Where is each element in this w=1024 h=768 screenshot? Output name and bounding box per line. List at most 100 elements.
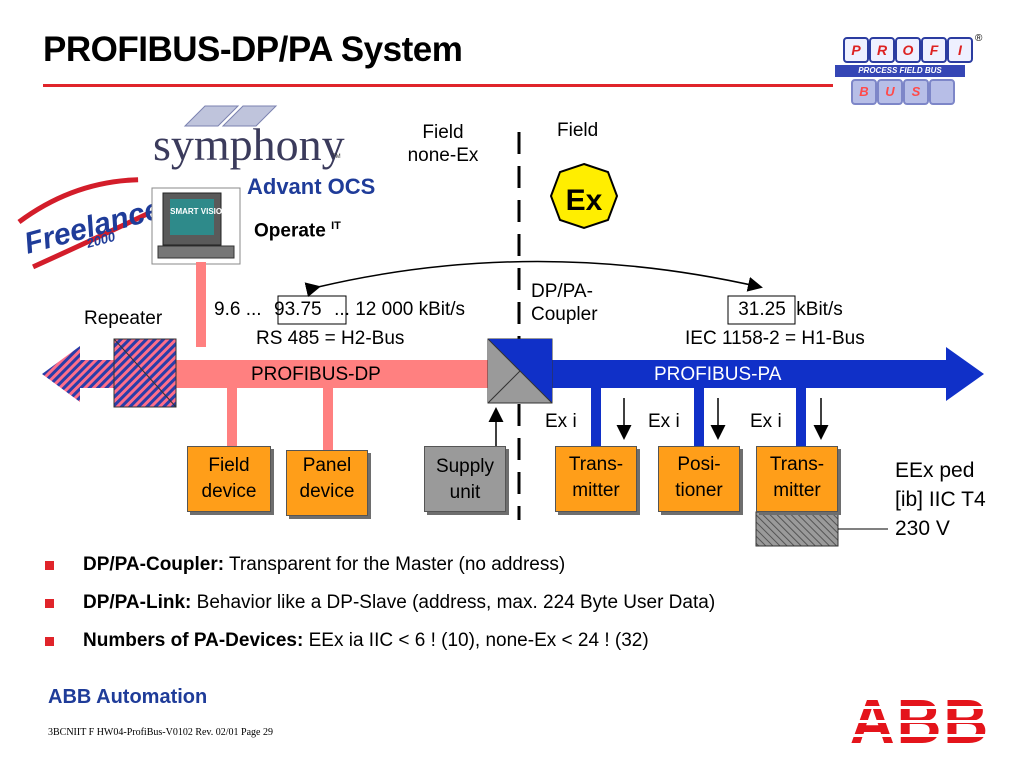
smart-vision-label: SMART VISION	[170, 207, 228, 216]
bullet-item: Numbers of PA-Devices: EEx ia IIC < 6 ! …	[45, 629, 715, 667]
field-device-box[interactable]: Field device	[187, 446, 271, 512]
profibus-tagline: PROCESS FIELD BUS	[835, 65, 965, 77]
dp-speed-box	[277, 295, 347, 325]
field-none-ex-label: Field none-Ex	[388, 121, 498, 167]
computer-icon: SMART VISION	[151, 187, 241, 265]
transmitter-1-line1: Trans-	[568, 454, 624, 475]
supply-unit-line2: unit	[449, 482, 481, 503]
profibus-letter-p: P	[843, 37, 869, 63]
pa-drop-transmitter-2	[796, 388, 806, 446]
field-device-line2: device	[201, 481, 257, 502]
pa-drop-positioner	[694, 388, 704, 446]
transmitter-2-box[interactable]: Trans- mitter	[756, 446, 838, 512]
coupler-label-line2: Coupler	[531, 304, 598, 325]
profibus-letter-o: O	[895, 37, 921, 63]
symphony-wordmark: symphony	[153, 119, 345, 170]
bullet-bold: DP/PA-Coupler:	[83, 554, 225, 575]
bullet-marker	[45, 561, 54, 570]
positioner-line2: tioner	[675, 480, 723, 501]
bullet-item: DP/PA-Coupler: Transparent for the Maste…	[45, 553, 715, 591]
pa-speed-label: 31.25 kBit/s	[733, 298, 843, 321]
eex-note-line3: 230 V	[895, 517, 950, 540]
ex-hazard-icon: Ex	[549, 162, 619, 230]
speed-range-arrow	[304, 260, 763, 298]
freelance-logo: Freelance 2000	[17, 177, 165, 270]
dp-speed-suffix: ... 12 000 kBit/s	[334, 299, 466, 320]
repeater-label: Repeater	[84, 308, 163, 329]
transmitter-1-line2: mitter	[572, 480, 620, 501]
supply-unit-box[interactable]: Supply unit	[424, 446, 506, 512]
abb-logo: ABB	[850, 688, 992, 757]
footer-company: ABB Automation	[48, 686, 208, 708]
bullet-text: Behavior like a DP-Slave (address, max. …	[191, 592, 716, 613]
pa-speed-box	[727, 295, 796, 325]
profibus-letter-s: S	[903, 79, 929, 105]
bullet-text: Transparent for the Master (no address)	[224, 554, 566, 575]
profibus-letter-f: F	[921, 37, 947, 63]
field-none-ex-line2: none-Ex	[407, 145, 479, 166]
profibus-letter-r: R	[869, 37, 895, 63]
transmitter-1-box[interactable]: Trans- mitter	[555, 446, 637, 512]
pa-drop-transmitter-1	[591, 388, 601, 446]
dp-drop-panel-device	[323, 388, 333, 450]
bullet-item: DP/PA-Link: Behavior like a DP-Slave (ad…	[45, 591, 715, 629]
pa-bus-label: PROFIBUS-PA	[654, 364, 782, 385]
supply-unit-line1: Supply	[435, 456, 495, 477]
bullet-text: EEx ia IIC < 6 ! (10), none-Ex < 24 ! (3…	[303, 630, 649, 651]
footer-reference: 3BCNIIT F HW04-ProfiBus-V0102 Rev. 02/01…	[48, 727, 273, 738]
operate-text: Operate	[254, 220, 326, 242]
eex-note-line2: [ib] IIC T4	[895, 488, 986, 511]
profibus-dp-bus	[42, 346, 488, 402]
dp-drop-field-device	[227, 388, 237, 446]
profibus-letter-b: B	[851, 79, 877, 105]
bullet-marker	[45, 599, 54, 608]
bullet-bold: Numbers of PA-Devices:	[83, 630, 304, 651]
coupler-label-line1: DP/PA-	[531, 281, 593, 302]
symphony-logo: symphony TM	[153, 105, 345, 170]
panel-device-box[interactable]: Panel device	[286, 450, 368, 516]
operate-label: Operate IT	[254, 215, 341, 242]
eex-power-module	[755, 511, 839, 547]
repeater-divider	[113, 338, 177, 408]
title-rule	[43, 84, 833, 87]
pa-speed-value: 31.25	[738, 299, 786, 320]
slide-title: PROFIBUS-DP/PA System	[43, 30, 463, 69]
registered-mark: ®	[975, 33, 983, 44]
positioner-line1: Posi-	[677, 454, 721, 475]
ex-i-label-1: Ex i	[545, 411, 577, 432]
dp-pa-coupler-box	[487, 338, 553, 404]
dp-speed-label: 9.6 ... 93.75 ... 12 000 kBit/s	[214, 298, 465, 321]
operate-superscript: IT	[331, 220, 341, 232]
profibus-letter-i: I	[947, 37, 973, 63]
panel-device-line1: Panel	[302, 455, 352, 476]
eex-note-line1: EEx ped	[895, 459, 975, 482]
host-feeder-line	[196, 262, 206, 347]
dp-bus-label: PROFIBUS-DP	[251, 364, 381, 385]
dp-speed-value: 93.75	[274, 299, 322, 320]
transmitter-2-line2: mitter	[773, 480, 821, 501]
field-none-ex-line1: Field	[422, 122, 464, 143]
ex-i-label-2: Ex i	[648, 411, 680, 432]
pa-speed-unit: kBit/s	[796, 299, 843, 320]
bullet-bold: DP/PA-Link:	[83, 592, 192, 613]
advant-ocs-label: Advant OCS	[247, 174, 376, 199]
ex-i-label-3: Ex i	[750, 411, 782, 432]
ex-symbol-text: Ex	[566, 184, 603, 217]
panel-device-line2: device	[299, 481, 355, 502]
profibus-letter-u: U	[877, 79, 903, 105]
dp-standard-label: RS 485 = H2-Bus	[256, 328, 405, 349]
profibus-logo: P R O F I ® PROCESS FIELD BUS B U S	[825, 33, 985, 109]
coupler-label: DP/PA- Coupler	[531, 280, 598, 326]
field-ex-label: Field	[557, 120, 599, 141]
pa-standard-label: IEC 1158-2 = H1-Bus	[685, 328, 865, 349]
positioner-box[interactable]: Posi- tioner	[658, 446, 740, 512]
dp-speed-prefix: 9.6 ...	[214, 299, 262, 320]
profibus-pa-bus	[552, 347, 984, 401]
profibus-blank-cell	[929, 79, 955, 105]
symphony-tm: TM	[332, 154, 341, 160]
freelance-wordmark: Freelance	[21, 192, 165, 260]
field-device-line1: Field	[208, 455, 250, 476]
eex-note: EEx ped [ib] IIC T4 230 V	[895, 456, 986, 543]
bullet-marker	[45, 637, 54, 646]
